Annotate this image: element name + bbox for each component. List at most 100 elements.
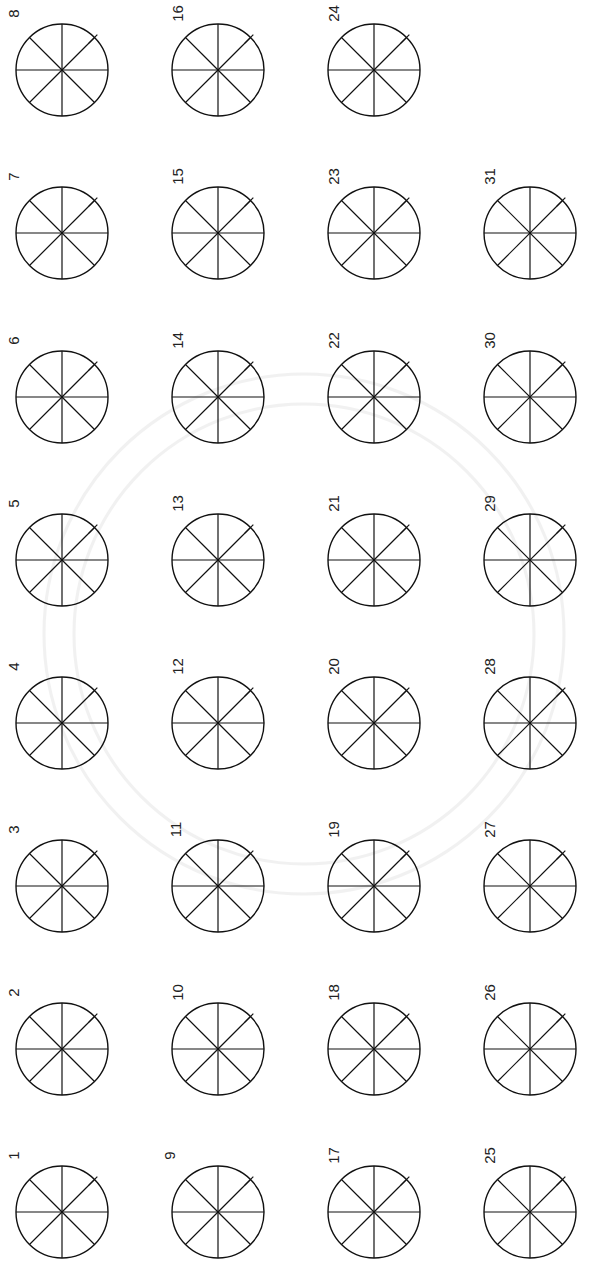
day-number: 2 xyxy=(5,988,20,996)
circle-outline xyxy=(328,840,420,932)
spoke-line xyxy=(185,38,250,103)
circle-outline xyxy=(172,677,264,769)
tick-mark xyxy=(89,850,97,858)
tick-mark xyxy=(557,524,565,532)
day-circle: 9 xyxy=(160,1146,276,1260)
tick-mark xyxy=(245,35,253,43)
day-number: 28 xyxy=(482,658,497,675)
spoke-line xyxy=(185,364,250,429)
day-number: 14 xyxy=(170,332,185,349)
spoke-line xyxy=(185,690,250,755)
tick-mark xyxy=(401,198,409,206)
spoke-line xyxy=(29,853,94,918)
spoke-line xyxy=(185,1179,250,1244)
day-number: 19 xyxy=(326,821,341,838)
day-circle: 25 xyxy=(472,1146,588,1260)
tick-mark xyxy=(557,1177,565,1185)
day-circle: 3 xyxy=(4,820,120,934)
tick-mark xyxy=(245,524,253,532)
spoke-line xyxy=(185,1016,250,1081)
spoke-line xyxy=(497,690,562,755)
tick-mark xyxy=(245,361,253,369)
circle-outline xyxy=(484,514,576,606)
day-circle: 28 xyxy=(472,657,588,771)
day-circle: 10 xyxy=(160,983,276,1097)
day-number: 21 xyxy=(326,495,341,512)
tick-mark xyxy=(557,361,565,369)
day-circle: 2 xyxy=(4,983,120,1097)
circle-outline xyxy=(484,1166,576,1258)
day-number: 17 xyxy=(326,1147,341,1164)
circle-outline xyxy=(484,187,576,279)
tick-mark xyxy=(89,1177,97,1185)
circle-shape xyxy=(4,167,120,281)
day-circle: 14 xyxy=(160,331,276,445)
tick-mark xyxy=(89,361,97,369)
spoke-line xyxy=(185,201,250,266)
spoke-line xyxy=(497,201,562,266)
circle-outline xyxy=(16,1003,108,1095)
day-number: 26 xyxy=(482,984,497,1001)
tick-mark xyxy=(401,1177,409,1185)
circle-outline xyxy=(172,514,264,606)
circle-outline xyxy=(328,1003,420,1095)
tick-mark xyxy=(245,1177,253,1185)
spoke-line xyxy=(341,364,406,429)
day-number: 10 xyxy=(170,984,185,1001)
circle-outline xyxy=(172,840,264,932)
day-number: 9 xyxy=(161,1151,176,1159)
day-number: 3 xyxy=(5,825,20,833)
day-circle: 13 xyxy=(160,494,276,608)
day-number: 4 xyxy=(5,662,20,670)
spoke-line xyxy=(341,1179,406,1244)
day-circle: 20 xyxy=(316,657,432,771)
circle-shape xyxy=(4,4,120,118)
tick-mark xyxy=(89,35,97,43)
day-number: 22 xyxy=(326,332,341,349)
tick-mark xyxy=(401,361,409,369)
day-circle: 6 xyxy=(4,331,120,445)
day-circle: 7 xyxy=(4,167,120,281)
tick-mark xyxy=(401,850,409,858)
day-number: 23 xyxy=(326,169,341,186)
day-number: 13 xyxy=(170,495,185,512)
watermark-ring xyxy=(74,404,534,864)
spoke-line xyxy=(341,527,406,592)
tick-mark xyxy=(245,198,253,206)
circle-outline xyxy=(484,840,576,932)
day-circle: 27 xyxy=(472,820,588,934)
spoke-line xyxy=(29,1016,94,1081)
spoke-line xyxy=(29,364,94,429)
day-number: 24 xyxy=(326,5,341,22)
day-number: 31 xyxy=(482,169,497,186)
spoke-line xyxy=(497,527,562,592)
day-number: 30 xyxy=(482,332,497,349)
circle-shape xyxy=(4,494,120,608)
day-circle: 8 xyxy=(4,4,120,118)
circle-shape xyxy=(4,331,120,445)
day-number: 16 xyxy=(170,5,185,22)
tick-mark xyxy=(401,35,409,43)
day-circle: 22 xyxy=(316,331,432,445)
circle-shape xyxy=(4,983,120,1097)
day-circle: 4 xyxy=(4,657,120,771)
circle-outline xyxy=(328,677,420,769)
spoke-line xyxy=(341,690,406,755)
circle-outline xyxy=(16,351,108,443)
circle-outline xyxy=(16,677,108,769)
tick-mark xyxy=(89,198,97,206)
day-number: 8 xyxy=(5,10,20,18)
circle-outline xyxy=(328,351,420,443)
day-circle: 12 xyxy=(160,657,276,771)
tick-mark xyxy=(557,198,565,206)
spoke-line xyxy=(497,1016,562,1081)
tick-mark xyxy=(557,850,565,858)
circle-outline xyxy=(328,187,420,279)
circle-shape xyxy=(4,657,120,771)
tick-mark xyxy=(401,524,409,532)
day-number: 15 xyxy=(170,169,185,186)
spoke-line xyxy=(29,38,94,103)
day-circle: 24 xyxy=(316,4,432,118)
spoke-line xyxy=(29,201,94,266)
